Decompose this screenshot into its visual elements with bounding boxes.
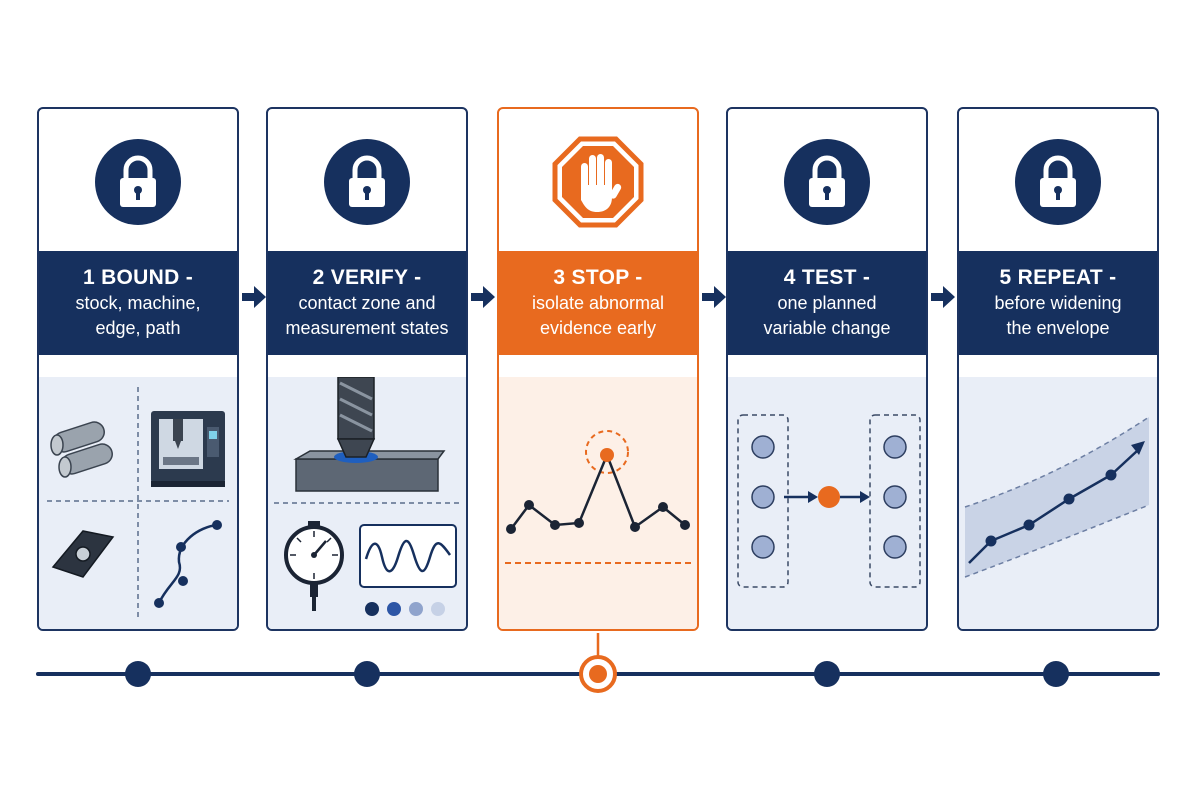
timeline-node-1	[125, 661, 151, 687]
step-card-bound: 1 BOUND - stock, machine, edge, path	[37, 107, 239, 631]
step-icon-zone	[728, 109, 926, 251]
step-desc-line-1: isolate abnormal	[531, 293, 665, 313]
arrow-right-icon	[242, 286, 266, 308]
step-title: 1 BOUND -	[82, 266, 194, 289]
arrow-right-icon	[471, 286, 495, 308]
state-indicator-dots	[365, 602, 445, 616]
step-band: 4 TEST - one planned variable change	[728, 251, 926, 355]
step-icon-zone	[959, 109, 1157, 251]
timeline-node-5	[1043, 661, 1069, 687]
step-desc-line-1: contact zone and	[298, 293, 436, 313]
step-band: 1 BOUND - stock, machine, edge, path	[39, 251, 237, 355]
signal-monitor-icon	[359, 524, 457, 588]
repeat-visual	[959, 377, 1157, 629]
step-desc-line-2: measurement states	[285, 318, 449, 338]
toolpath-icon	[154, 520, 222, 608]
step-card-test: 4 TEST - one planned variable change	[726, 107, 928, 631]
cnc-machine-icon	[151, 411, 225, 487]
step-title: 2 VERIFY -	[312, 266, 422, 289]
step-desc-line-1: before widening	[994, 293, 1122, 313]
step-icon-zone	[499, 109, 697, 251]
step-band: 5 REPEAT - before widening the envelope	[959, 251, 1157, 355]
step-desc-line-1: one planned	[777, 293, 877, 313]
cutting-insert-icon	[51, 530, 115, 578]
widening-envelope-icon	[964, 416, 1150, 578]
stop-visual	[499, 377, 697, 629]
step-desc-line-2: evidence early	[539, 318, 657, 338]
lock-icon	[1015, 139, 1101, 225]
dial-gauge-icon	[284, 521, 344, 611]
step-desc-line-1: stock, machine,	[75, 293, 201, 313]
arrow-right-icon	[702, 286, 726, 308]
lock-icon	[324, 139, 410, 225]
step-card-repeat: 5 REPEAT - before widening the envelope	[957, 107, 1159, 631]
end-mill-contact-icon	[293, 377, 446, 492]
step-title: 4 TEST -	[783, 266, 871, 289]
variable-change-icon	[737, 414, 921, 588]
stop-hand-icon	[552, 136, 644, 228]
arrow-right-icon	[931, 286, 955, 308]
step-band: 2 VERIFY - contact zone and measurement …	[268, 251, 466, 355]
test-visual	[728, 377, 926, 629]
timeline-node-4	[814, 661, 840, 687]
step-card-verify: 2 VERIFY - contact zone and measurement …	[266, 107, 468, 631]
lock-icon	[784, 139, 870, 225]
step-title: 3 STOP -	[553, 266, 643, 289]
step-title: 5 REPEAT -	[999, 266, 1117, 289]
step-desc-line-2: the envelope	[1006, 318, 1110, 338]
bound-visual	[39, 377, 237, 629]
step-desc-line-2: variable change	[763, 318, 891, 338]
anomaly-signal-icon	[505, 430, 691, 564]
lock-icon	[95, 139, 181, 225]
verify-visual	[268, 377, 466, 629]
step-icon-zone	[268, 109, 466, 251]
bar-stock-icon	[50, 421, 113, 478]
step-card-stop: 3 STOP - isolate abnormal evidence early	[497, 107, 699, 631]
timeline	[36, 633, 1160, 693]
step-icon-zone	[39, 109, 237, 251]
step-desc-line-2: edge, path	[95, 318, 181, 338]
step-band: 3 STOP - isolate abnormal evidence early	[499, 251, 697, 355]
timeline-node-2	[354, 661, 380, 687]
